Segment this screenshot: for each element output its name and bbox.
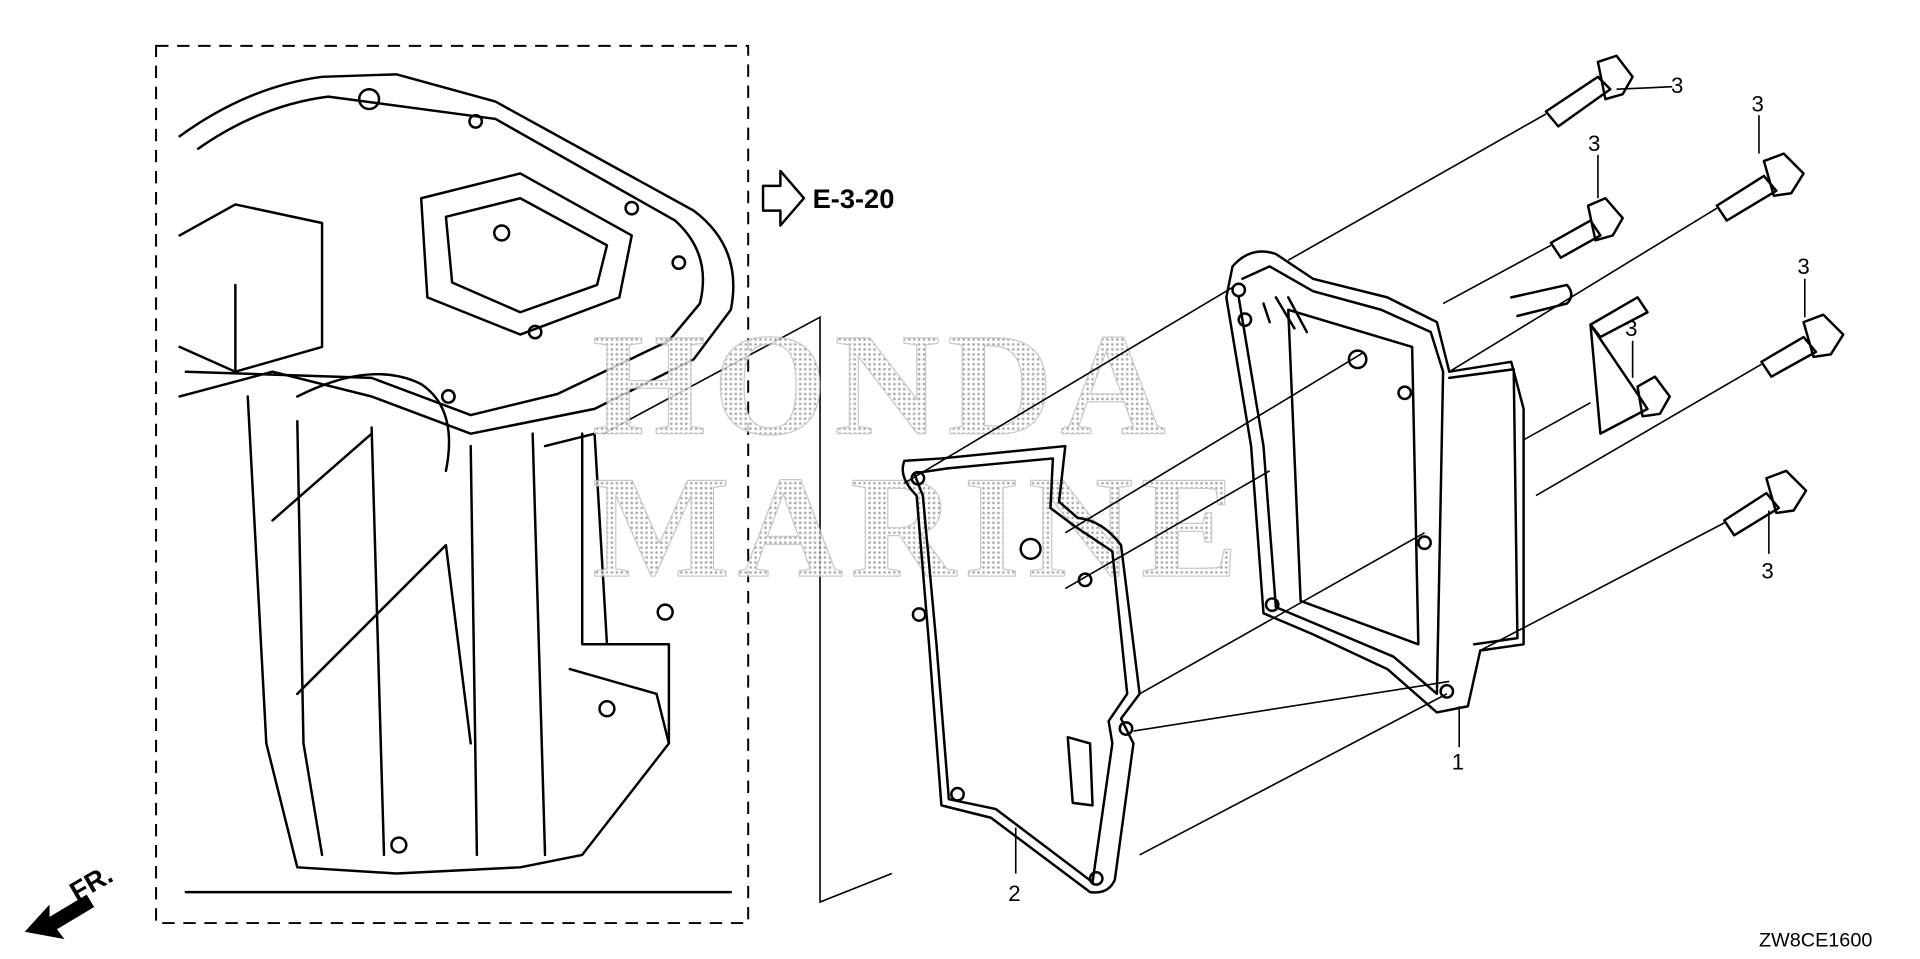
gasket[interactable] (901, 444, 1141, 894)
outline-arrow-right-icon (761, 169, 806, 227)
cover[interactable] (1225, 250, 1573, 714)
front-indicator: FR. (24, 858, 118, 940)
drawing-code: ZW8CE1600 (1759, 930, 1872, 952)
bolt[interactable] (1715, 152, 1805, 222)
bolt[interactable] (1544, 54, 1634, 128)
bolt[interactable] (1589, 323, 1649, 435)
bolts (1544, 54, 1845, 537)
bolt[interactable] (1723, 469, 1808, 537)
callout-bolt: 3 (1625, 316, 1637, 341)
watermark: HONDA MARINE (591, 303, 1246, 609)
callout-bolt: 3 (1797, 254, 1809, 279)
callout-gasket: 2 (1008, 881, 1020, 906)
callout-bolt: 3 (1671, 73, 1683, 98)
svg-text:MARINE: MARINE (592, 446, 1246, 608)
callout-cover: 1 (1452, 749, 1464, 774)
bolt[interactable] (1760, 313, 1845, 378)
svg-text:HONDA: HONDA (592, 304, 1173, 466)
svg-text:FR.: FR. (64, 858, 118, 907)
leader-bracket (602, 315, 893, 904)
callout-bolt: 3 (1588, 131, 1600, 156)
callout-bolt: 3 (1761, 559, 1773, 584)
front-arrow-icon (24, 894, 95, 940)
reference-link[interactable]: E-3-20 (761, 169, 895, 227)
engine-case-reference (155, 44, 750, 925)
reference-link-label: E-3-20 (813, 183, 895, 214)
bolt[interactable] (1549, 197, 1624, 259)
callout-bolt: 3 (1752, 92, 1764, 117)
leader-lines (903, 85, 1806, 874)
